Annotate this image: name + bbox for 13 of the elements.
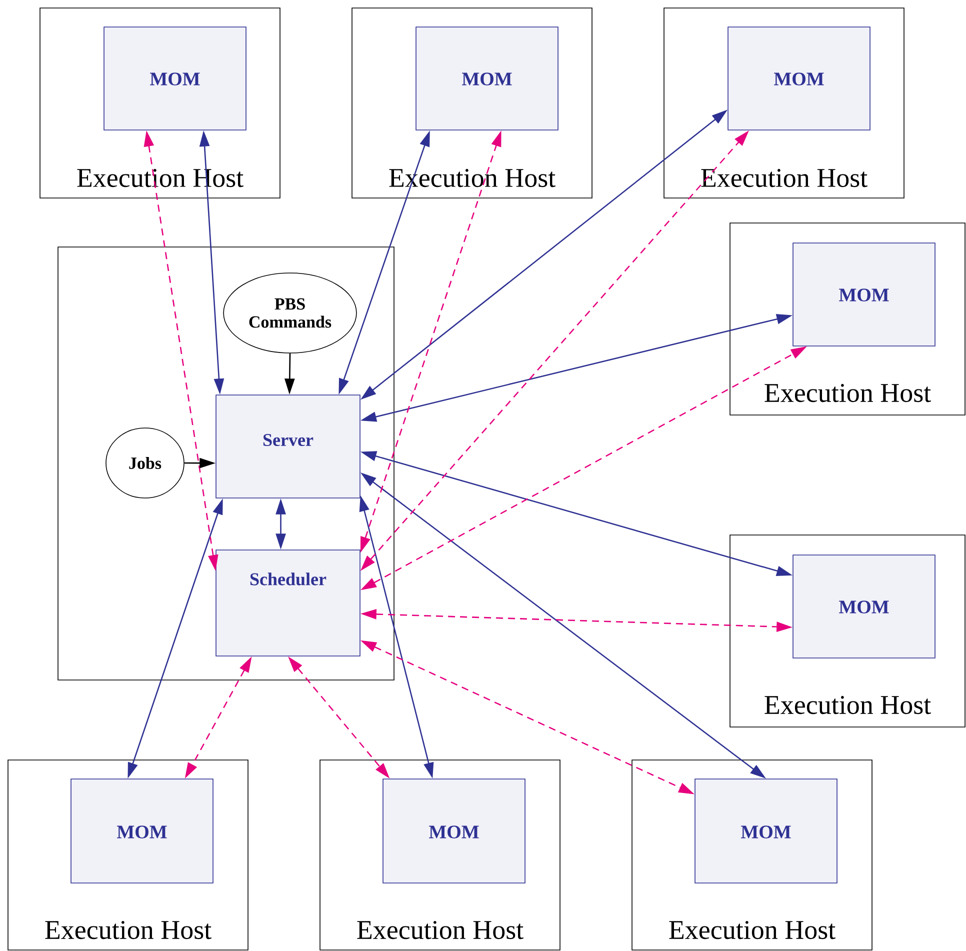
- mom-box: MOM: [416, 26, 558, 130]
- ellipse-node: PBS Commands: [223, 272, 357, 354]
- mom-box: MOM: [694, 778, 838, 884]
- ellipse-node: Jobs: [106, 428, 184, 498]
- mom-box: MOM: [792, 242, 936, 346]
- mom-box: MOM: [382, 778, 526, 884]
- mom-box: MOM: [728, 26, 870, 130]
- mom-box: MOM: [70, 778, 214, 884]
- process-box: Server: [216, 394, 360, 498]
- mom-box: MOM: [792, 554, 936, 658]
- host-box: [58, 246, 394, 680]
- mom-box: MOM: [104, 26, 246, 130]
- process-box: Scheduler: [216, 550, 360, 656]
